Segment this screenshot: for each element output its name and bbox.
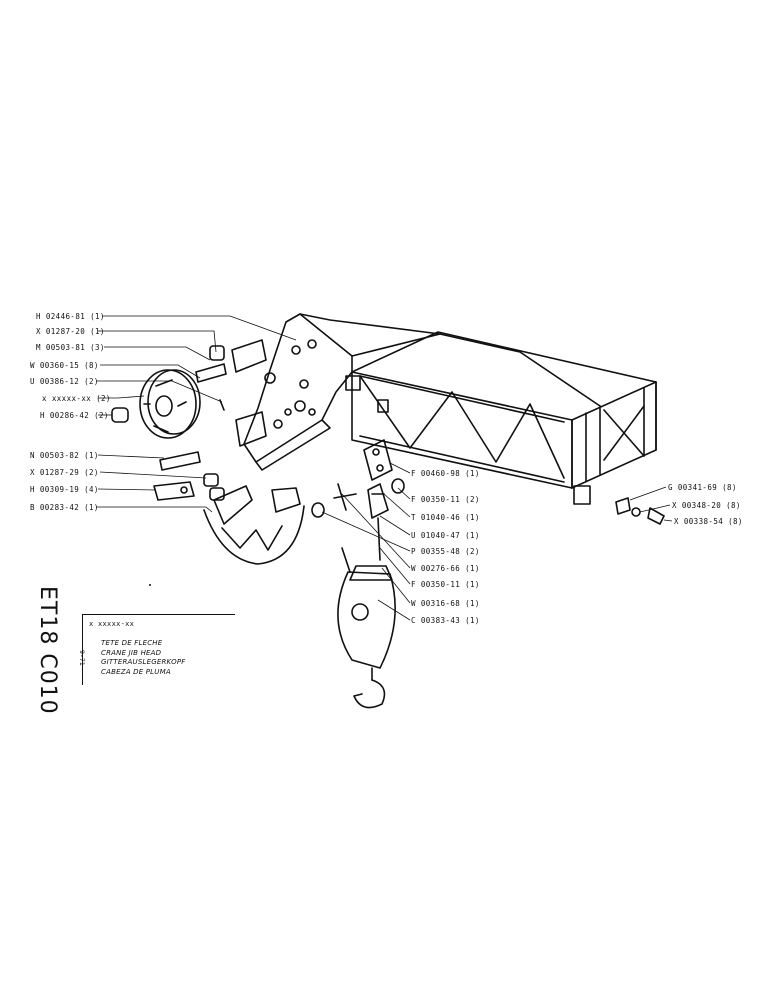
part-label-u01040: U 01040-47 (1): [411, 531, 480, 540]
part-label-p00355: P 00355-48 (2): [411, 547, 480, 556]
part-label-w00316: W 00316-68 (1): [411, 599, 480, 608]
hook-block: [337, 547, 396, 709]
part-label-x01287-20: X 01287-20 (1): [36, 327, 105, 336]
part-label-c00383: C 00383-43 (1): [411, 616, 480, 625]
swivel-shackle: [367, 483, 389, 561]
part-label-h00309: H 00309-19 (4): [30, 485, 99, 494]
title-spanish: CABEZA DE PLUMA: [101, 667, 171, 676]
part-label-w00276: W 00276-66 (1): [411, 564, 480, 573]
title-block-code: x xxxxx-xx: [89, 620, 135, 628]
title-french: TETE DE FLECHE: [101, 639, 163, 647]
part-label-b00283: B 00283-42 (1): [30, 503, 99, 512]
part-label-n00503: N 00503-82 (1): [30, 451, 99, 460]
link-plate: [363, 439, 393, 481]
jib-head-plate: [231, 313, 441, 471]
pins-and-bushings: [111, 345, 405, 518]
part-label-g00341: G 00341-69 (8): [668, 483, 737, 492]
part-label-m00503: M 00503-81 (3): [36, 343, 105, 352]
part-label-w00360: W 00360-15 (8): [30, 361, 99, 370]
part-label-u00386: U 00386-12 (2): [30, 377, 99, 386]
pulley-wheel: [139, 369, 201, 439]
sheet-code: ET18 C010: [35, 586, 60, 715]
issue-date: 9-71: [78, 650, 86, 666]
part-label-f00350-2: F 00350-11 (2): [411, 495, 480, 504]
title-german: GITTERAUSLEGERKOPF: [101, 658, 186, 666]
part-label-h00286: H 00286-42 (2): [40, 411, 109, 420]
lattice-jib-body: [345, 331, 657, 505]
leader-lines: [96, 315, 673, 621]
part-label-x01287-29: X 01287-29 (2): [30, 468, 99, 477]
rope-guard-cradle: [203, 485, 305, 565]
part-label-x00338: X 00338-54 (8): [674, 517, 743, 526]
part-label-x00348: X 00348-20 (8): [672, 501, 741, 510]
title-english: CRANE JIB HEAD: [101, 648, 162, 657]
part-label-f00350-1: F 00350-11 (1): [411, 580, 480, 589]
fasteners-right: [615, 497, 665, 525]
part-label-t01040: T 01040-46 (1): [411, 513, 480, 522]
part-label-f00460: F 00460-98 (1): [411, 469, 480, 478]
part-label-xxxxxx: x xxxxx-xx (2): [42, 394, 111, 403]
title-block: x xxxxx-xx TETE DE FLECHE CRANE JIB HEAD…: [82, 614, 235, 685]
part-label-h02446: H 02446-81 (1): [36, 312, 105, 321]
title-block-lines: TETE DE FLECHE CRANE JIB HEAD GITTERAUSL…: [101, 639, 185, 677]
